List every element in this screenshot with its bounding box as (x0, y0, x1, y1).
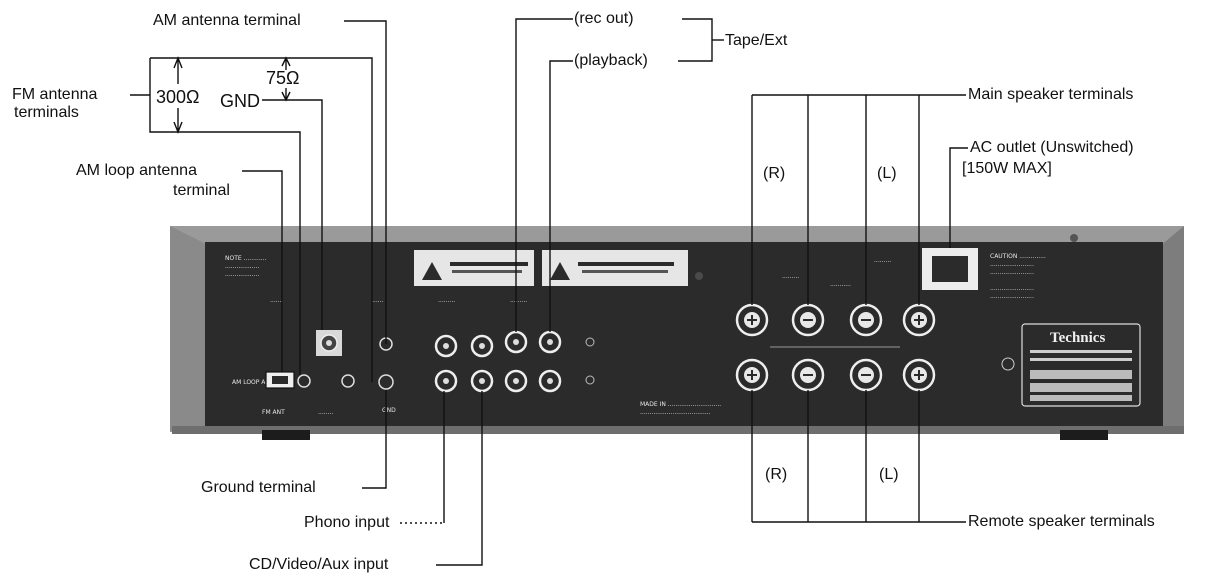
svg-text:.........: ......... (510, 297, 527, 304)
chassis-bottom-edge (172, 426, 1184, 434)
ground-terminal (379, 375, 393, 389)
right-channel-top-label: (R) (763, 165, 785, 183)
rec-out-jack-top (506, 332, 526, 352)
svg-text:........: ........ (318, 409, 333, 416)
am-antenna-terminal-label: AM antenna terminal (153, 12, 301, 30)
ground-terminal-label: Ground terminal (201, 479, 316, 497)
svg-text:.........: ......... (438, 297, 455, 304)
svg-text:.........: ......... (874, 257, 891, 264)
svg-text:..................: .................. (225, 271, 259, 278)
chassis-left-bevel (170, 226, 210, 432)
main-r-plus-terminal (737, 305, 767, 335)
svg-text:.......................: ....................... (990, 261, 1034, 268)
svg-text:FM ANT: FM ANT (262, 409, 285, 416)
ac-outlet-label-line2: [150W MAX] (962, 160, 1052, 178)
main-l-plus-terminal (904, 305, 934, 335)
svg-text:..............................: ..................................... (640, 409, 711, 416)
tape-ext-label: Tape/Ext (725, 32, 787, 50)
fm-gnd-terminal (342, 375, 354, 387)
svg-text:CAUTION ..............: CAUTION .............. (990, 253, 1046, 260)
svg-text:..................: .................. (225, 263, 259, 270)
svg-text:NOTE ............: NOTE ............ (225, 255, 267, 262)
svg-text:GND: GND (382, 407, 396, 414)
fm-antenna-label-line1: FM antenna (12, 86, 97, 104)
svg-text:MADE IN ......................: MADE IN ............................ (640, 401, 721, 408)
ohm-75-label: 75Ω (266, 69, 299, 87)
left-channel-top-label: (L) (877, 165, 897, 183)
remote-r-minus-terminal (793, 360, 823, 390)
remote-speaker-terminals-label: Remote speaker terminals (968, 513, 1155, 531)
rec-out-jack-bottom (506, 371, 526, 391)
fm-antenna-label-line2: terminals (14, 104, 79, 122)
left-channel-bottom-label: (L) (879, 466, 899, 484)
left-foot (262, 430, 310, 440)
svg-text:......: ...... (372, 297, 384, 304)
cd-jack-bottom (472, 371, 492, 391)
gnd-label: GND (220, 92, 260, 110)
ac-outlet-label-line1: AC outlet (Unswitched) (970, 139, 1134, 157)
playback-label: (playback) (574, 52, 648, 70)
phono-input-label: Phono input (304, 514, 389, 532)
main-speaker-terminals-label: Main speaker terminals (968, 86, 1133, 104)
screw (1070, 234, 1078, 242)
brand-name: Technics (1050, 330, 1105, 346)
svg-text:.........: ......... (782, 273, 799, 280)
warning-labels (414, 250, 688, 286)
cd-video-aux-input-label: CD/Video/Aux input (249, 556, 388, 574)
phono-jack-bottom (436, 371, 456, 391)
svg-text:.......................: ....................... (990, 269, 1034, 276)
cd-jack-top (472, 336, 492, 356)
screw (695, 272, 703, 280)
svg-text:.......................: ....................... (990, 293, 1034, 300)
svg-text:...........: ........... (830, 281, 851, 288)
brand-plate: Technics (1002, 324, 1140, 406)
remote-l-minus-terminal (851, 360, 881, 390)
rec-out-label: (rec out) (574, 10, 634, 28)
phono-jack-top (436, 336, 456, 356)
chassis-right-bevel (1160, 226, 1184, 432)
main-r-minus-terminal (793, 305, 823, 335)
am-loop-antenna-label-line1: AM loop antenna (76, 162, 197, 180)
fm-300-terminal (298, 375, 310, 387)
am-loop-antenna-label-line2: terminal (173, 182, 230, 200)
remote-r-plus-terminal (737, 360, 767, 390)
right-channel-bottom-label: (R) (765, 466, 787, 484)
right-foot (1060, 430, 1108, 440)
ac-outlet (922, 248, 978, 290)
playback-jack-top (540, 332, 560, 352)
svg-text:.......................: ....................... (990, 285, 1034, 292)
ohm-300-label: 300Ω (156, 88, 200, 106)
playback-jack-bottom (540, 371, 560, 391)
main-l-minus-terminal (851, 305, 881, 335)
attention-label (542, 250, 688, 286)
remote-l-plus-terminal (904, 360, 934, 390)
